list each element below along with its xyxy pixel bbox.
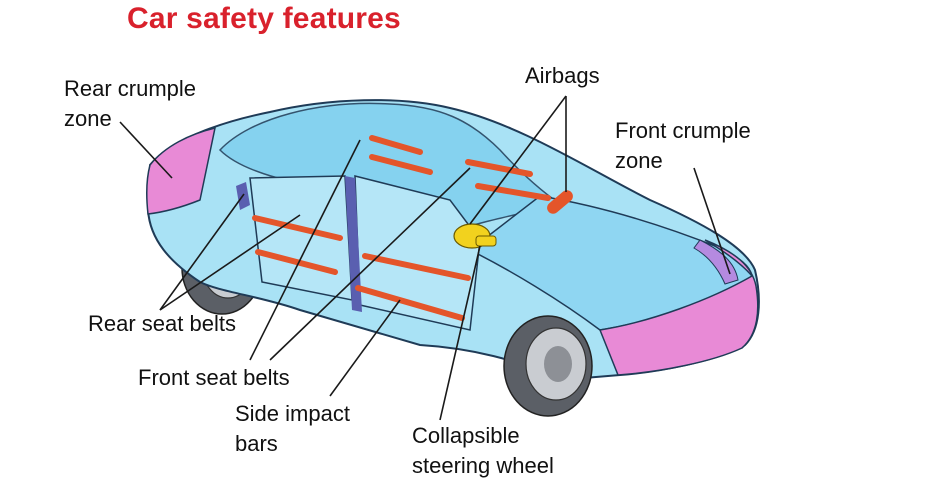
label-collapsible-steering-wheel: Collapsible steering wheel	[412, 423, 554, 478]
side-impact-bars	[252, 215, 471, 321]
rear-crumple-zone	[145, 126, 216, 215]
front-wheel	[503, 315, 593, 417]
label-side-impact-bars: Side impact bars	[235, 401, 350, 456]
b-pillar	[345, 176, 362, 312]
diagram-title: Car safety features	[127, 2, 401, 35]
steering-wheel	[453, 223, 497, 249]
label-front-seat-belts: Front seat belts	[138, 365, 290, 390]
front-crumple-zone	[598, 239, 759, 376]
label-rear-seat-belts: Rear seat belts	[88, 311, 236, 336]
seat-belts	[369, 135, 551, 201]
airbag-pad	[547, 190, 573, 214]
label-airbags: Airbags	[525, 63, 600, 88]
label-front-crumple-zone: Front crumple zone	[615, 118, 751, 173]
label-rear-crumple-zone: Rear crumple zone	[64, 76, 197, 131]
leader-lines	[119, 95, 731, 421]
